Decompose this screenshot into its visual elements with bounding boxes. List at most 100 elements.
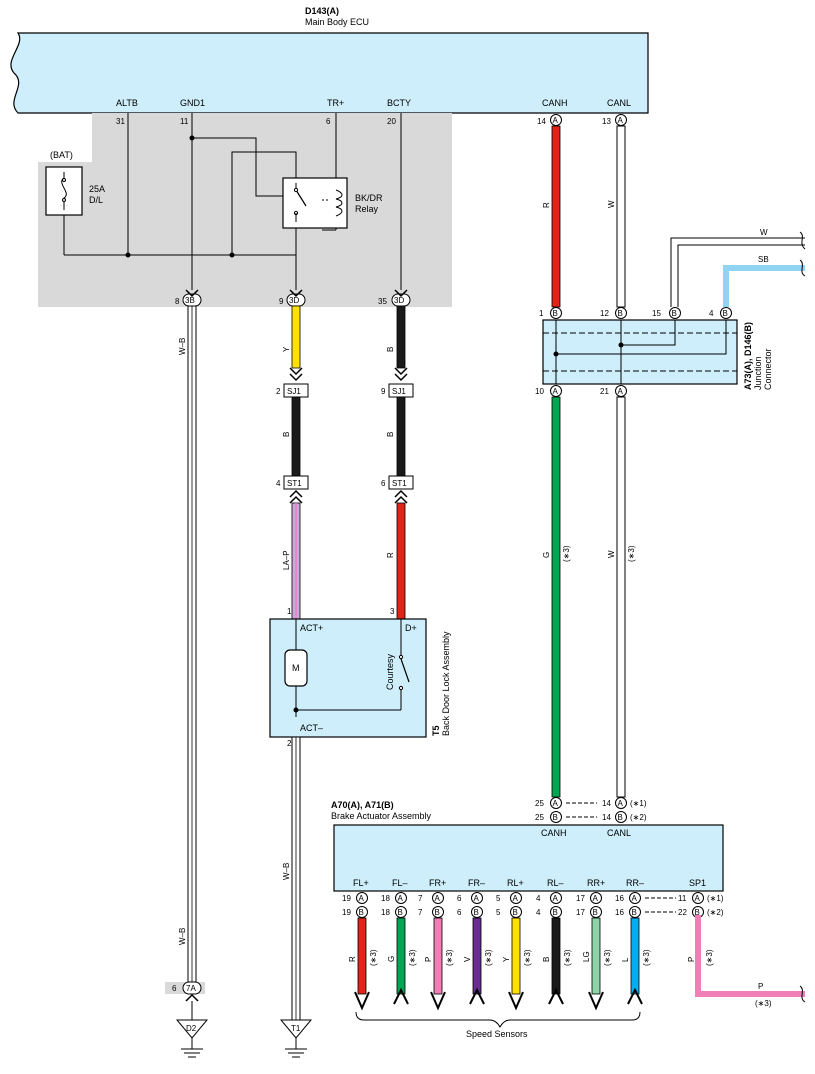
- ecu-out-conn-3b: 3B: [185, 296, 195, 305]
- brake-terminal-4: RL+: [507, 878, 524, 888]
- brake-terminal-1: FL–: [392, 878, 408, 888]
- sensor-wire-label-2: P: [424, 957, 433, 962]
- ecu-internal-area: [38, 113, 452, 307]
- sj1-label-1: SJ1: [287, 387, 301, 396]
- junction-subtitle-1: Junction: [753, 356, 763, 390]
- sensor-wire-note-3: (∗3): [484, 949, 493, 966]
- backdoor-id: T5: [431, 725, 441, 736]
- brake-canl: CANL: [607, 828, 631, 838]
- jc-top-pin-4: 4: [709, 309, 714, 318]
- sensor-arrow-down-icon: [430, 991, 446, 1011]
- ecu-pin-20: 20: [387, 117, 396, 126]
- brake-conn-a-5: [550, 892, 562, 904]
- ground-d2-label: D2: [186, 1024, 197, 1033]
- ecu-subtitle: Main Body ECU: [305, 17, 369, 27]
- sensor-wire-label-6: LG: [582, 951, 591, 962]
- brake-conn-b-label-2: B: [435, 908, 440, 917]
- brake-conn-a-3: [471, 892, 483, 904]
- st1-pin-6: 6: [381, 479, 386, 488]
- ecu-out-conn-3d-1: 3D: [289, 296, 299, 305]
- ecu-out-pin-8: 8: [175, 297, 180, 306]
- sensor-wire-3: V (∗3): [463, 917, 493, 1005]
- brake-can-conn-a-canh: A: [553, 799, 559, 808]
- brake-terminal-2: FR+: [429, 878, 446, 888]
- brake-conn-b-1: [395, 906, 407, 918]
- wire-yellow: [291, 305, 301, 369]
- brake-pin-a-1: 18: [381, 894, 390, 903]
- sensor-wire-note-5: (∗3): [563, 949, 572, 966]
- sensor-wire-note-6: (∗3): [603, 949, 612, 966]
- sensor-arrow-down-icon: [508, 991, 524, 1011]
- wire-label-w-ext: W: [760, 228, 768, 237]
- backdoor-pin-3: 3: [390, 607, 395, 616]
- ecu-pin-31: 31: [116, 117, 125, 126]
- brake-pin-b-1: 18: [381, 908, 390, 917]
- brake-conn-a-label-1: A: [398, 894, 404, 903]
- brake-conn-a-1: [395, 892, 407, 904]
- st1-pin-4: 4: [276, 479, 281, 488]
- brake-pin-b-7: 16: [615, 908, 624, 917]
- splice-sj1: 2 SJ1 9 SJ1: [276, 367, 414, 398]
- ground-t1-icon: [279, 1019, 313, 1039]
- wire-note-g: (∗3): [562, 545, 571, 562]
- wire-label-w-2: W: [607, 550, 616, 558]
- brake-pin-b-0: 19: [342, 908, 351, 917]
- brake-actuator-assembly: A70(A), A71(B) Brake Actuator Assembly C…: [331, 800, 724, 918]
- wire-label-w-b-1: W–B: [178, 338, 187, 355]
- brake-conn-b-3: [471, 906, 483, 918]
- brake-can-connectors: 25 A 14 A (∗1) 25 B 14 B (∗2): [535, 797, 647, 823]
- sensor-wire-label-3: V: [463, 956, 472, 962]
- ecu-conn-a-canh-label: A: [553, 116, 559, 125]
- sensor-wire-note-4: (∗3): [523, 949, 532, 966]
- brake-pin-a-4: 5: [496, 894, 501, 903]
- junction-title: A73(A), D146(B): [743, 322, 753, 390]
- sensor-wire-note-0: (∗3): [369, 949, 378, 966]
- brake-can-pin-a-canl: 14: [602, 799, 611, 808]
- backdoor-act-plus: ACT+: [300, 623, 323, 633]
- brake-conn-b-label-6: B: [593, 908, 598, 917]
- brake-conn-b-label-5: B: [553, 908, 558, 917]
- brake-subtitle: Brake Actuator Assembly: [331, 811, 432, 821]
- d2-conn-pin: 6: [172, 984, 177, 993]
- ecu-pin-11: 11: [180, 117, 189, 126]
- sp1-note-1: (∗1): [707, 894, 724, 903]
- brake-conn-b-5: [550, 906, 562, 918]
- wire-label-la-p: LA–P: [282, 550, 291, 570]
- brake-title: A70(A), A71(B): [331, 800, 394, 810]
- brake-conn-b-label-8: B: [695, 908, 700, 917]
- sensor-arrow-up-icon: [393, 987, 409, 1005]
- sensor-wire-note-1: (∗3): [408, 949, 417, 966]
- brake-pin-a-7: 16: [615, 894, 624, 903]
- brake-pin-b-2: 7: [418, 908, 423, 917]
- jc-top-pin-15: 15: [652, 309, 661, 318]
- speed-sensor-wires: R(∗3)G(∗3)P(∗3)V(∗3)Y(∗3)B(∗3)LG(∗3)L(∗3…: [348, 917, 651, 1011]
- wire-label-w-b-3: W–B: [282, 863, 291, 880]
- ecu-terminal-bcty: BCTY: [387, 98, 411, 108]
- backdoor-d-plus: D+: [405, 623, 417, 633]
- brake-pin-a-0: 19: [342, 894, 351, 903]
- splice-st1: 4 ST1 6 ST1: [276, 475, 414, 504]
- motor-label: M: [292, 663, 300, 673]
- wire-black-sj1-st1-right: [396, 396, 406, 478]
- wire-label-w-1: W: [607, 200, 616, 208]
- brake-conn-a-label-4: A: [513, 894, 519, 903]
- wire-black-sj1-st1-left: [291, 396, 301, 478]
- ecu-out-pin-35: 35: [378, 297, 387, 306]
- brake-conn-b-2: [432, 906, 444, 918]
- backdoor-act-minus: ACT–: [300, 723, 323, 733]
- brake-terminal-5: RL–: [547, 878, 564, 888]
- jc-bottom-pin-10: 10: [535, 387, 544, 396]
- brake-terminal-8: SP1: [689, 878, 706, 888]
- wire-note-p-ext: (∗3): [755, 999, 772, 1008]
- ecu-terminal-altb: ALTB: [116, 98, 138, 108]
- sensor-wire-2: P(∗3): [424, 917, 454, 1011]
- fuse-source: (BAT): [50, 150, 73, 160]
- brake-note-2: (∗2): [630, 813, 647, 822]
- sensor-wire-label-4: Y: [502, 956, 511, 962]
- wire-white-canl-2: [616, 396, 626, 798]
- brake-conn-a-4: [510, 892, 522, 904]
- ecu-output-connectors: 8 3B 9 3D 35 3D: [175, 289, 411, 307]
- brake-conn-a-label-3: A: [474, 894, 480, 903]
- main-body-ecu: D143(A) Main Body ECU ALTB GND1 TR+ BCTY…: [10, 6, 649, 114]
